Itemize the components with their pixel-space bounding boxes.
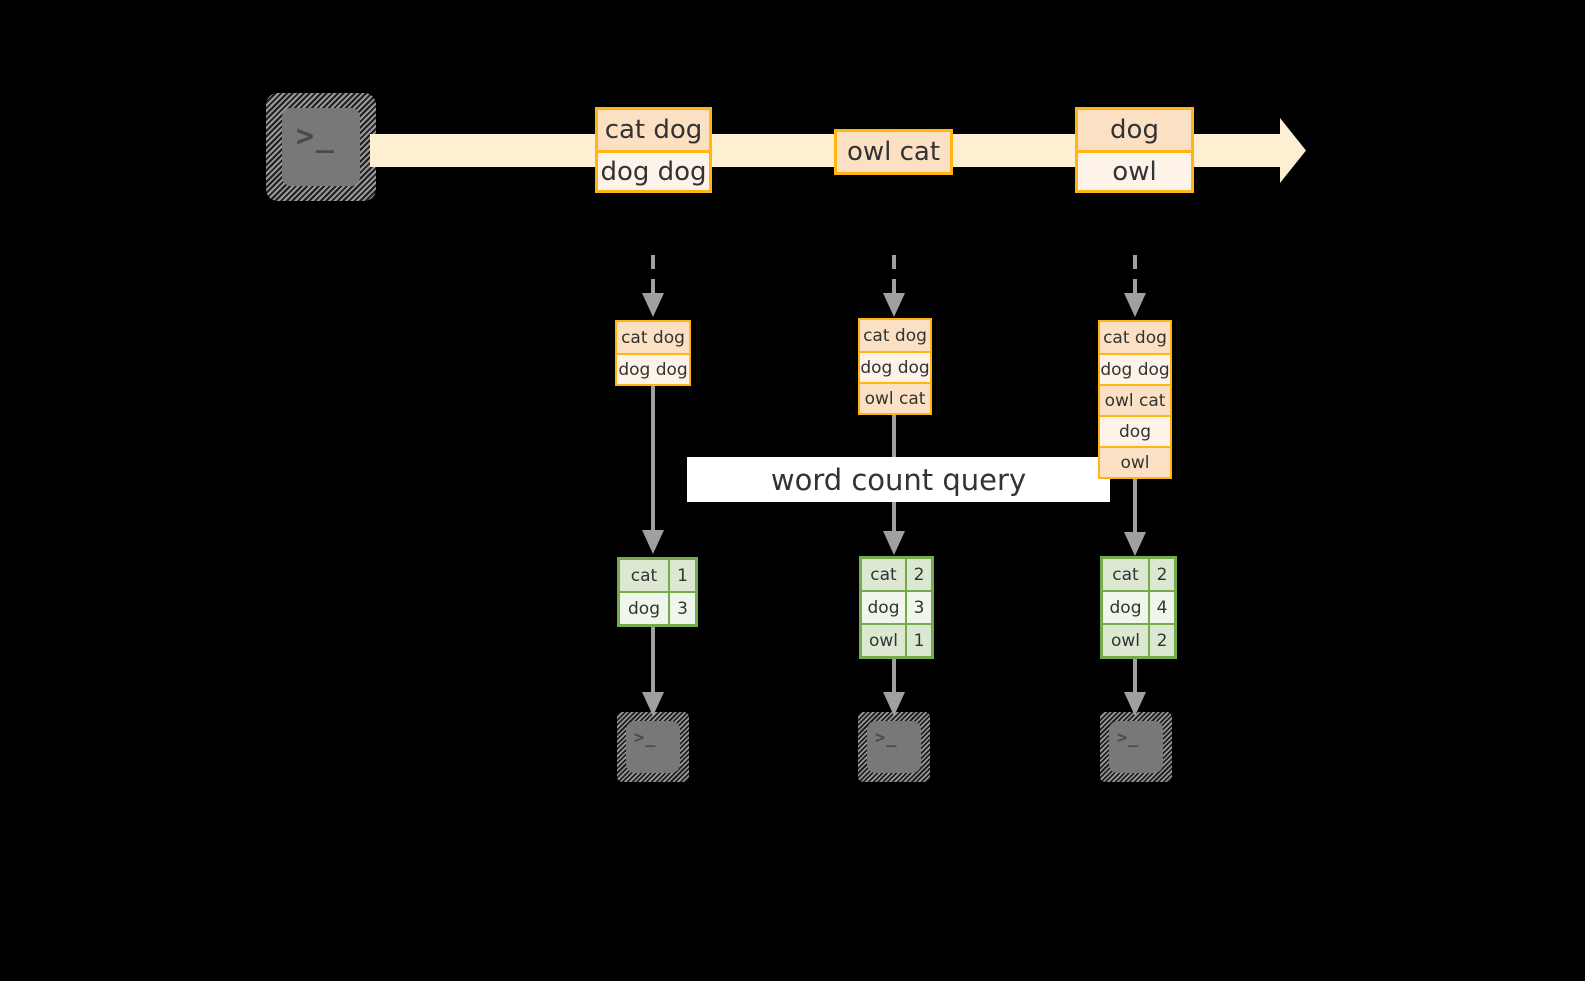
result-count: 2: [1148, 625, 1174, 656]
input-row: dog dog: [617, 353, 689, 384]
result-count: 4: [1148, 592, 1174, 623]
stream-event-3[interactable]: dog owl: [1075, 107, 1194, 193]
terminal-face: [1109, 721, 1163, 773]
result-word: owl: [862, 625, 905, 656]
snapshot-3-dashed-connector: [1120, 255, 1150, 320]
input-row: cat dog: [860, 320, 930, 351]
snapshot-2-sink-terminal-icon: >_: [858, 712, 930, 782]
input-row: cat dog: [617, 322, 689, 353]
result-word: owl: [1103, 625, 1148, 656]
terminal-prompt-glyph: >_: [634, 728, 657, 748]
input-row: dog dog: [1100, 353, 1170, 384]
result-word: cat: [620, 560, 668, 591]
result-word: cat: [862, 559, 905, 590]
result-word: cat: [1103, 559, 1148, 590]
result-row: dog 3: [862, 590, 931, 623]
result-row: cat 2: [862, 559, 931, 590]
result-count: 3: [668, 593, 695, 624]
input-row: cat dog: [1100, 322, 1170, 353]
result-count: 1: [905, 625, 931, 656]
snapshot-3-input-table[interactable]: cat dog dog dog owl cat dog owl: [1098, 320, 1172, 479]
snapshot-2-result-table[interactable]: cat 2 dog 3 owl 1: [859, 556, 934, 659]
result-word: dog: [620, 593, 668, 624]
terminal-face: [626, 721, 680, 773]
terminal-face: [282, 108, 360, 186]
snapshot-2-dashed-connector: [879, 255, 909, 320]
stream-event-line: dog: [1078, 110, 1191, 150]
terminal-prompt-glyph: >_: [1117, 728, 1140, 748]
snapshot-2-input-table[interactable]: cat dog dog dog owl cat: [858, 318, 932, 415]
terminal-prompt-glyph: >_: [875, 728, 898, 748]
input-row: owl cat: [1100, 384, 1170, 415]
snapshot-1-input-table[interactable]: cat dog dog dog: [615, 320, 691, 386]
terminal-face: [867, 721, 921, 773]
result-count: 2: [1148, 559, 1174, 590]
stream-event-line: owl cat: [837, 132, 950, 172]
snapshot-3-query-connector: [1120, 476, 1150, 558]
snapshot-2-sink-connector: [879, 650, 909, 718]
stream-event-line: owl: [1078, 150, 1191, 190]
snapshot-3-result-table[interactable]: cat 2 dog 4 owl 2: [1100, 556, 1177, 659]
result-count: 2: [905, 559, 931, 590]
snapshot-1-result-table[interactable]: cat 1 dog 3: [617, 557, 698, 627]
result-row: owl 2: [1103, 623, 1174, 656]
snapshot-3-sink-terminal-icon: >_: [1100, 712, 1172, 782]
stream-event-2[interactable]: owl cat: [834, 129, 953, 175]
snapshot-1-dashed-connector: [638, 255, 668, 320]
result-count: 1: [668, 560, 695, 591]
result-row: owl 1: [862, 623, 931, 656]
result-row: dog 4: [1103, 590, 1174, 623]
stream-event-1[interactable]: cat dog dog dog: [595, 107, 712, 193]
input-row: dog dog: [860, 351, 930, 382]
result-word: dog: [1103, 592, 1148, 623]
input-row: dog: [1100, 415, 1170, 446]
result-count: 3: [905, 592, 931, 623]
result-row: cat 1: [620, 560, 695, 591]
query-label: word count query: [770, 462, 1027, 497]
snapshot-1-sink-terminal-icon: >_: [617, 712, 689, 782]
stream-event-line: cat dog: [598, 110, 709, 150]
stream-arrowhead-icon: [1254, 118, 1306, 183]
stream-event-line: dog dog: [598, 150, 709, 190]
input-row: owl: [1100, 446, 1170, 477]
terminal-prompt-glyph: >_: [296, 119, 336, 154]
query-label-band: word count query: [687, 457, 1110, 502]
source-terminal-icon: >_: [266, 93, 376, 201]
result-row: cat 2: [1103, 559, 1174, 590]
snapshot-3-sink-connector: [1120, 650, 1150, 718]
result-row: dog 3: [620, 591, 695, 624]
snapshot-1-sink-connector: [638, 622, 668, 718]
result-word: dog: [862, 592, 905, 623]
input-row: owl cat: [860, 382, 930, 413]
snapshot-1-query-connector: [638, 384, 668, 556]
